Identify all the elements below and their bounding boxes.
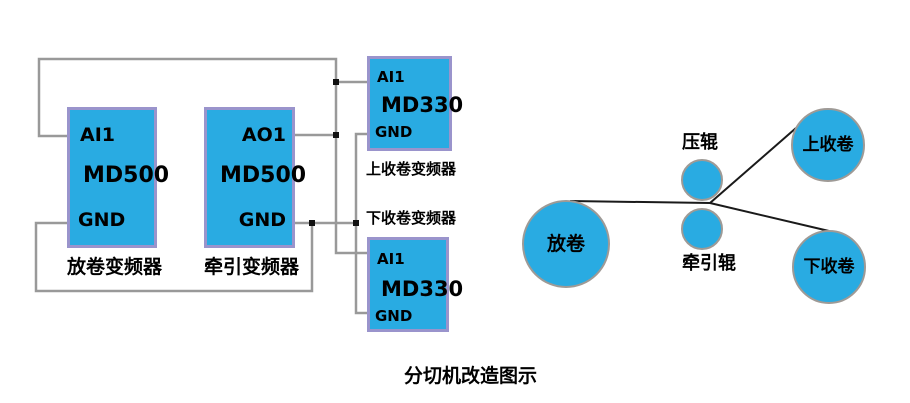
caption-unwind-inverter: 放卷变频器 xyxy=(67,256,163,278)
diagram-title: 分切机改造图示 xyxy=(404,365,538,387)
roll-upper-rewind-label: 上收卷 xyxy=(802,134,854,155)
model-label: MD330 xyxy=(381,93,464,117)
model-label: MD330 xyxy=(381,277,464,301)
inverter-box-lower-rewind: AI1 MD330 GND xyxy=(367,237,463,332)
roll-lower-rewind: 下收卷 xyxy=(792,230,866,304)
traction-roller-label: 牵引辊 xyxy=(682,253,736,274)
roll-upper-rewind: 上收卷 xyxy=(791,108,865,182)
roller-press xyxy=(681,159,723,201)
inverter-box-unwind: AI1 MD500 GND xyxy=(67,107,169,248)
roll-unwind: 放卷 xyxy=(522,200,610,288)
port-label-ai1: AI1 xyxy=(80,124,115,146)
roll-unwind-label: 放卷 xyxy=(546,232,585,255)
web-line-nip-to-lower-rewind xyxy=(709,202,830,232)
wire-signal-loop xyxy=(37,57,368,255)
junction-dot xyxy=(309,220,315,226)
roll-lower-rewind-label: 下收卷 xyxy=(803,256,855,277)
caption-traction-inverter: 牵引变频器 xyxy=(204,256,300,278)
port-label-ao1: AO1 xyxy=(241,124,286,146)
press-roller-label: 压辊 xyxy=(682,132,718,153)
port-label-gnd: GND xyxy=(375,307,413,325)
junction-dot xyxy=(333,132,339,138)
roller-traction xyxy=(681,208,723,250)
inverter-box-upper-rewind: AI1 MD330 GND xyxy=(367,56,463,151)
port-label-gnd: GND xyxy=(375,123,413,141)
web-line-nip-to-upper-rewind xyxy=(709,127,797,204)
port-label-ai1: AI1 xyxy=(377,68,405,86)
caption-upper-rewind-inverter: 上收卷变频器 xyxy=(366,160,457,178)
port-label-ai1: AI1 xyxy=(377,250,405,268)
caption-lower-rewind-inverter: 下收卷变频器 xyxy=(366,209,457,227)
junction-dot xyxy=(353,220,359,226)
wire-gnd-bottom-loop xyxy=(34,221,314,293)
inverter-box-traction: AO1 MD500 GND xyxy=(204,107,306,248)
model-label: MD500 xyxy=(220,163,307,188)
web-line-unwind-to-nip xyxy=(569,200,711,204)
port-label-gnd: GND xyxy=(78,209,126,231)
junction-dot xyxy=(333,79,339,85)
model-label: MD500 xyxy=(83,163,170,188)
port-label-gnd: GND xyxy=(238,209,286,231)
